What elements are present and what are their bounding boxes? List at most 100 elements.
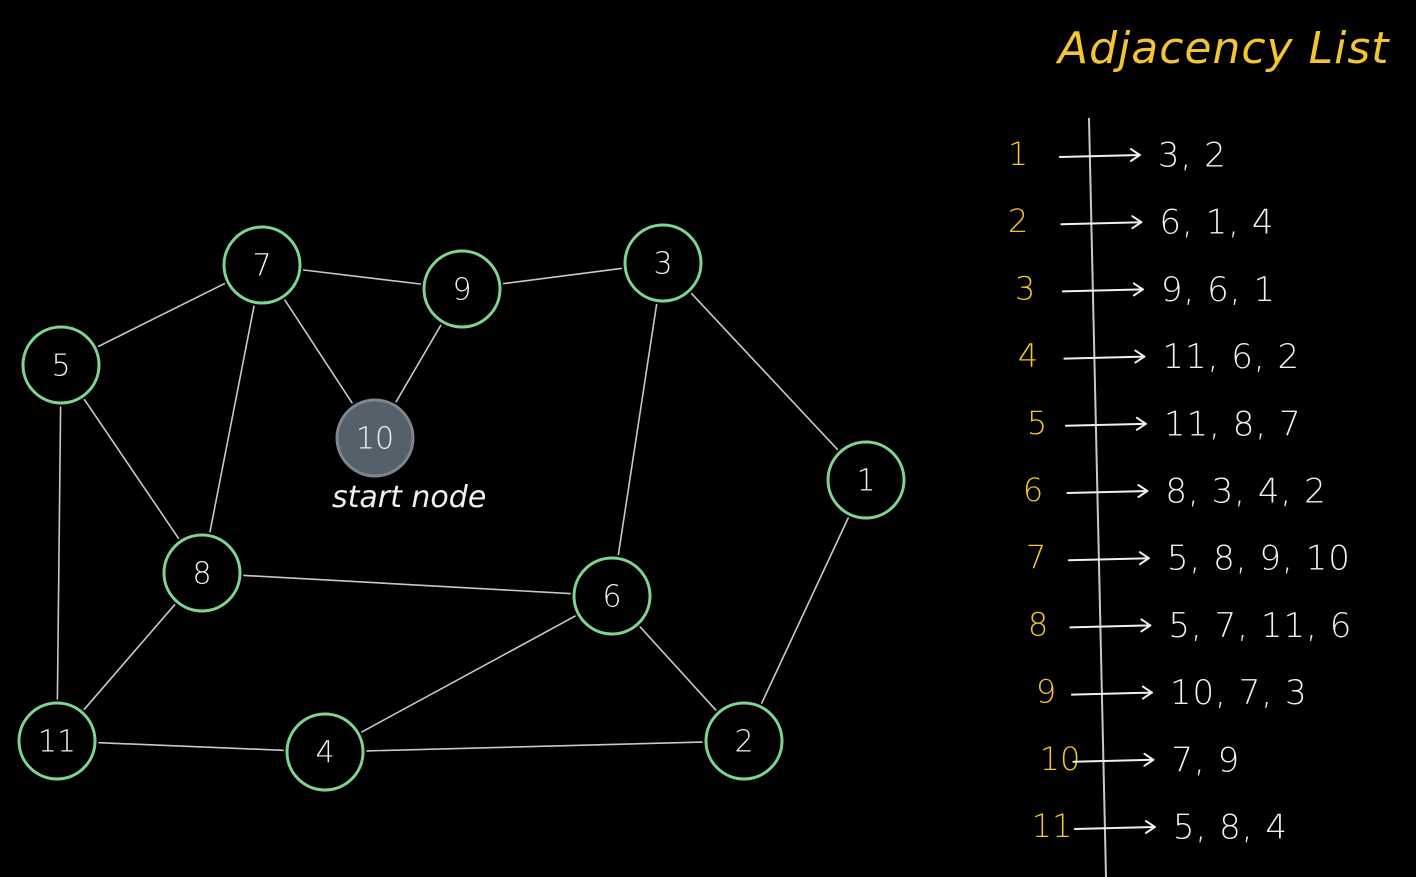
- adj-arrowhead-2: [1131, 215, 1143, 230]
- node-5-label: 5: [51, 349, 70, 384]
- nodes-layer: 1 2 3 4 5 6 7 8 9 10 11: [17, 223, 906, 792]
- adj-key-3: 3: [1015, 269, 1035, 307]
- node-8-circle: [162, 533, 242, 613]
- adj-row-9: 9 10, 7, 3: [1036, 673, 1308, 714]
- adj-value-7: 5, 8, 9, 10: [1167, 539, 1351, 579]
- node-1-label: 1: [856, 464, 875, 499]
- adj-key-4: 4: [1018, 337, 1038, 375]
- edge-11-4: [98, 741, 284, 752]
- node-4-label: 4: [315, 736, 334, 771]
- node-11-label: 11: [38, 725, 76, 760]
- node-9-circle: [422, 249, 502, 329]
- adj-row-6: 6 8, 3, 4, 2: [1023, 471, 1326, 512]
- adj-value-3: 9, 6, 1: [1161, 270, 1276, 310]
- adj-arrowhead-7: [1138, 551, 1150, 566]
- adj-arrow-2: [1060, 221, 1143, 226]
- adj-row-7: 7 5, 8, 9, 10: [1026, 538, 1351, 579]
- adj-arrow-11: [1073, 826, 1156, 830]
- adj-arrowhead-9: [1141, 685, 1153, 700]
- adj-value-10: 7, 9: [1171, 740, 1240, 780]
- start-node-label: start node: [332, 480, 486, 515]
- node-5-circle: [21, 325, 101, 405]
- adj-value-2: 6, 1, 4: [1159, 203, 1274, 243]
- node-6-label: 6: [602, 580, 621, 615]
- node-3: 3: [623, 223, 703, 303]
- edge-5-7: [97, 282, 226, 348]
- node-7-circle: [222, 225, 302, 305]
- node-9: 9: [422, 249, 502, 329]
- edges-layer: [56, 267, 850, 752]
- adj-arrow-8: [1069, 624, 1152, 629]
- node-1-circle: [826, 440, 906, 520]
- adj-key-1: 1: [1008, 135, 1028, 173]
- adj-value-9: 10, 7, 3: [1170, 673, 1308, 713]
- adj-arrowhead-3: [1132, 282, 1144, 297]
- edge-7-10: [284, 299, 353, 404]
- adj-row-8: 8 5, 7, 11, 6: [1028, 605, 1352, 646]
- node-2-label: 2: [734, 725, 753, 760]
- adj-key-6: 6: [1023, 471, 1043, 509]
- node-10-label: 10: [356, 422, 394, 457]
- node-6: 6: [572, 556, 652, 636]
- edge-8-11: [83, 603, 176, 711]
- adj-arrowhead-8: [1140, 618, 1152, 633]
- edge-4-2: [366, 741, 703, 752]
- adj-arrow-3: [1061, 288, 1144, 293]
- adj-value-8: 5, 7, 11, 6: [1168, 606, 1352, 646]
- adj-row-11: 11 5, 8, 4: [1032, 807, 1288, 848]
- node-3-circle: [623, 223, 703, 303]
- adj-row-5: 5 11, 8, 7: [1027, 404, 1302, 445]
- adj-arrowhead-11: [1144, 820, 1156, 834]
- node-8: 8: [162, 533, 242, 613]
- edge-5-11: [56, 406, 62, 700]
- edge-9-3: [502, 267, 623, 285]
- node-7: 7: [222, 225, 302, 305]
- adj-arrow-10: [1072, 758, 1155, 763]
- adj-value-11: 5, 8, 4: [1173, 808, 1288, 848]
- node-11-circle: [17, 701, 97, 781]
- edge-5-8: [83, 398, 180, 540]
- adj-arrow-6: [1066, 490, 1149, 494]
- node-9-label: 9: [452, 273, 471, 308]
- adj-arrowhead-4: [1134, 349, 1146, 364]
- node-6-circle: [572, 556, 652, 636]
- node-1: 1: [826, 440, 906, 520]
- node-8-label: 8: [192, 557, 211, 592]
- adj-arrowhead-1: [1129, 148, 1141, 162]
- adjacency-list-spine: [1088, 117, 1107, 877]
- adj-key-9: 9: [1036, 673, 1056, 711]
- node-10: 10: [335, 398, 415, 478]
- edge-6-2: [639, 626, 717, 711]
- adj-arrow-7: [1067, 557, 1150, 562]
- node-4-circle: [285, 712, 365, 792]
- edge-7-9: [302, 269, 422, 285]
- edge-1-2: [760, 517, 850, 704]
- adj-key-10: 10: [1040, 740, 1081, 778]
- edge-3-6: [617, 303, 658, 556]
- node-4: 4: [285, 712, 365, 792]
- edge-7-8: [209, 305, 255, 533]
- adj-row-2: 2 6, 1, 4: [1008, 202, 1274, 243]
- adj-key-8: 8: [1028, 605, 1048, 643]
- edge-9-10: [395, 324, 442, 403]
- node-7-label: 7: [252, 249, 271, 284]
- adj-key-11: 11: [1032, 807, 1073, 845]
- node-10-circle: [335, 398, 415, 478]
- adj-arrowhead-6: [1137, 484, 1149, 498]
- adj-arrow-1: [1058, 154, 1141, 158]
- adj-arrow-9: [1070, 691, 1153, 696]
- adj-key-2: 2: [1008, 202, 1028, 240]
- adj-row-3: 3 9, 6, 1: [1015, 269, 1276, 310]
- adj-value-6: 8, 3, 4, 2: [1165, 472, 1326, 512]
- adj-value-4: 11, 6, 2: [1162, 337, 1300, 377]
- adj-value-5: 11, 8, 7: [1164, 404, 1302, 444]
- adj-row-10: 10 7, 9: [1040, 740, 1240, 781]
- adj-key-5: 5: [1027, 404, 1047, 442]
- node-2: 2: [704, 701, 784, 781]
- adj-key-7: 7: [1026, 538, 1046, 576]
- node-2-circle: [704, 701, 784, 781]
- edge-8-6: [243, 574, 571, 595]
